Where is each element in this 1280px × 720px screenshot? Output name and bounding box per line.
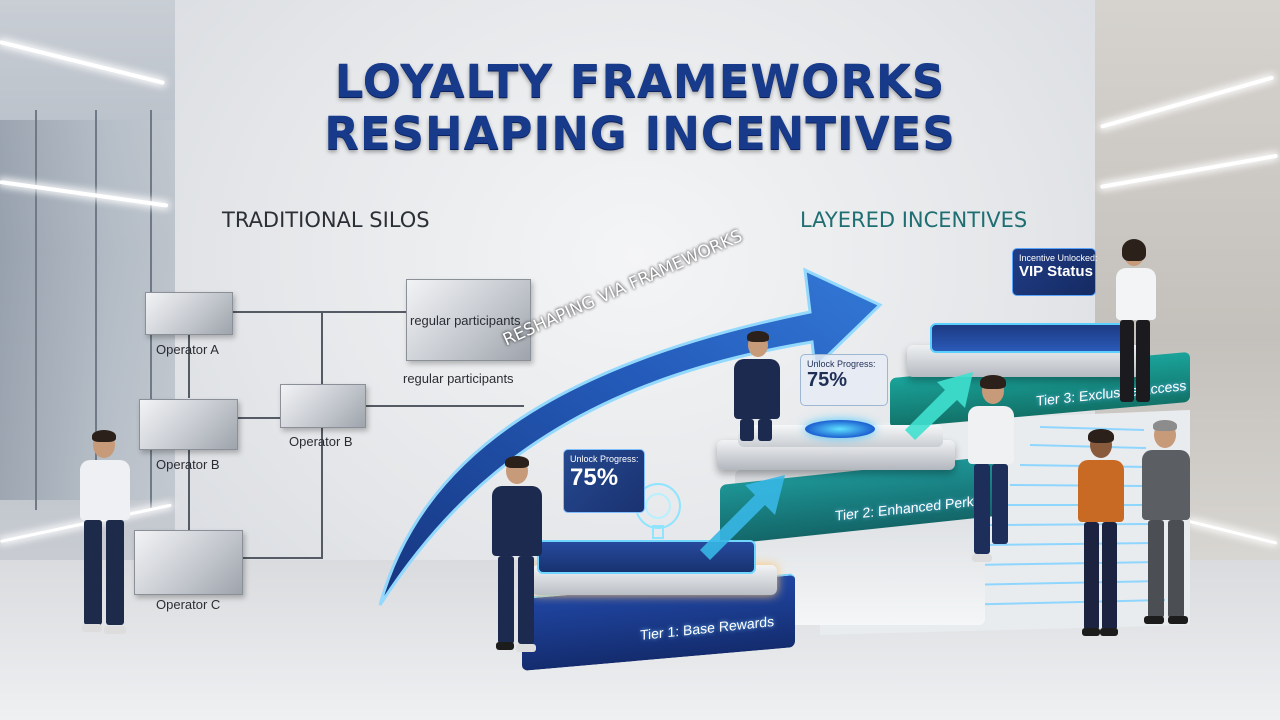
connector-line (321, 311, 323, 558)
connector-line (364, 405, 524, 407)
operator-b-box-secondary (280, 384, 366, 428)
operator-b-label: Operator B (156, 457, 220, 472)
person-stairs (968, 375, 1028, 568)
progress-caption: Unlock Progress: (807, 359, 876, 369)
progress-value: 75% (807, 369, 848, 391)
participants-label: regular participants (410, 313, 521, 328)
tier-up-arrow-icon (905, 372, 973, 440)
glass-frame (35, 110, 37, 510)
incentive-unlocked-card: Incentive Unlocked: VIP Status (1012, 248, 1098, 296)
traditional-silos-heading: TRADITIONAL SILOS (222, 208, 430, 232)
connector-line (236, 417, 281, 419)
person-tier-1 (488, 456, 558, 653)
operator-b-label-secondary: Operator B (289, 434, 353, 449)
tier-3-screen (930, 323, 1129, 353)
glowing-disc-icon (805, 420, 875, 438)
operator-c-box (134, 530, 243, 595)
progress-value: 75% (570, 464, 619, 491)
person-grey-suit (1138, 420, 1194, 627)
connector-line (241, 557, 323, 559)
connector-line (232, 311, 407, 313)
person-orange (1076, 429, 1131, 640)
person-tier-2 (732, 331, 792, 443)
participants-box (406, 279, 531, 361)
layered-incentives-heading: LAYERED INCENTIVES (800, 208, 1028, 232)
connector-line (188, 333, 190, 398)
operator-b-box (139, 399, 238, 450)
operator-c-label: Operator C (156, 597, 221, 612)
page-title-line-1: LOYALTY FRAMEWORKS (334, 55, 946, 108)
reshaping-arrow (378, 267, 883, 606)
participants-label: regular participants (403, 371, 514, 386)
unlock-progress-card: Unlock Progress: 75% (800, 354, 888, 406)
glass-frame (95, 110, 97, 510)
unlock-progress-card: Unlock Progress: 75% (563, 449, 645, 513)
operator-a-label: Operator A (156, 342, 219, 357)
unlocked-caption: Incentive Unlocked: (1019, 253, 1098, 263)
connector-line (188, 448, 190, 530)
person-left (78, 430, 138, 637)
person-tier-3 (1112, 239, 1162, 410)
tier-up-arrow-icon (700, 475, 785, 560)
operator-a-box (145, 292, 233, 335)
page-title-line-2: RESHAPING INCENTIVES (324, 107, 956, 160)
progress-caption: Unlock Progress: (570, 454, 639, 464)
unlocked-value: VIP Status (1019, 263, 1093, 280)
